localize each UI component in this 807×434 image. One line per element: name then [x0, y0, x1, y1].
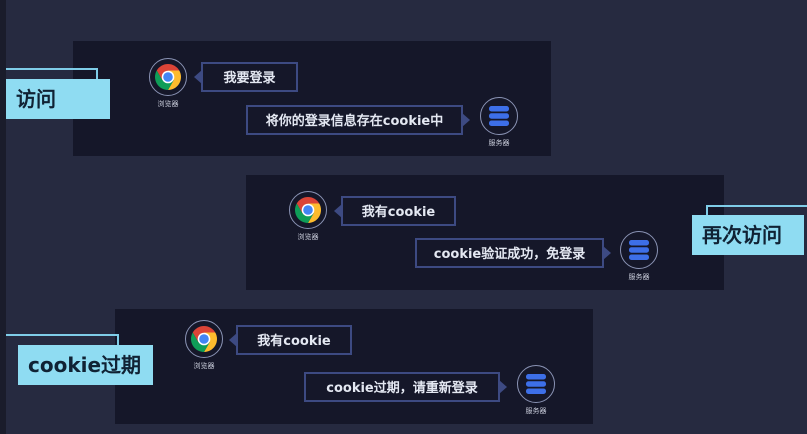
browser-actor-3: 浏览器: [178, 319, 230, 371]
scene-panel-expired: [115, 309, 593, 424]
server-actor-3: 服务器: [510, 364, 562, 416]
browser-label: 浏览器: [157, 100, 179, 108]
browser-actor-1: 浏览器: [142, 57, 194, 109]
tag-connector-revisit: [706, 205, 807, 217]
tag-connector-expired: [6, 334, 119, 348]
scene-tag-revisit: 再次访问: [692, 215, 804, 255]
chrome-icon: [149, 58, 187, 96]
server-stack-icon: [480, 97, 518, 135]
server-message-2: cookie验证成功，免登录: [415, 238, 611, 268]
browser-label: 浏览器: [193, 362, 215, 370]
scene-panel-visit: [73, 41, 551, 156]
server-label: 服务器: [525, 407, 547, 415]
tag-connector-visit: [6, 68, 98, 80]
scene-tag-visit: 访问: [6, 79, 110, 119]
server-message-3: cookie过期，请重新登录: [304, 372, 507, 402]
browser-message-3: 我有cookie: [229, 325, 352, 355]
scene-tag-expired: cookie过期: [18, 345, 153, 385]
browser-message-1: 我要登录: [194, 62, 298, 92]
server-stack-icon: [620, 231, 658, 269]
browser-actor-2: 浏览器: [282, 190, 334, 242]
server-stack-icon: [517, 365, 555, 403]
server-label: 服务器: [628, 273, 650, 281]
server-actor-2: 服务器: [613, 230, 665, 282]
server-message-1: 将你的登录信息存在cookie中: [246, 105, 470, 135]
browser-message-2: 我有cookie: [334, 196, 456, 226]
server-actor-1: 服务器: [473, 96, 525, 148]
left-edge-strip: [0, 0, 6, 434]
chrome-icon: [289, 191, 327, 229]
server-label: 服务器: [488, 139, 510, 147]
chrome-icon: [185, 320, 223, 358]
browser-label: 浏览器: [297, 233, 319, 241]
